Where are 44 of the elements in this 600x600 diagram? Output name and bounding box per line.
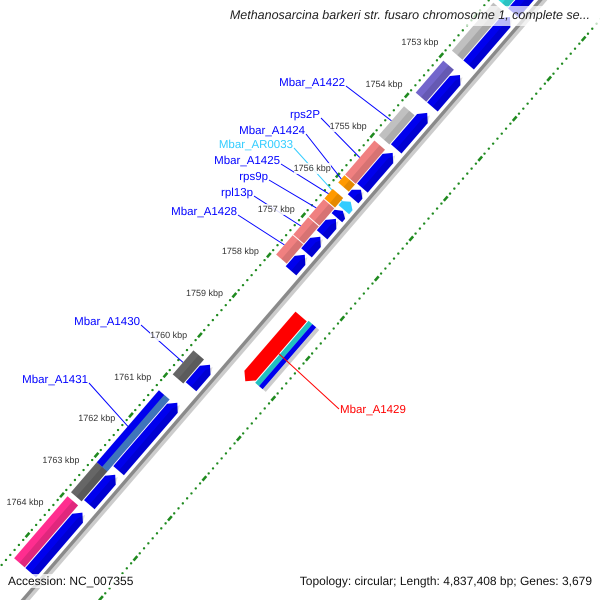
leader-line xyxy=(306,134,342,180)
tick-label: 1762 kbp xyxy=(78,413,116,424)
cds-feature xyxy=(338,201,352,214)
leader-line xyxy=(238,214,285,246)
tick-label: 1761 kbp xyxy=(114,372,152,383)
gene-block xyxy=(345,140,385,184)
leader-line xyxy=(320,118,360,158)
gene-block xyxy=(338,175,355,192)
gene-block xyxy=(324,188,344,208)
tick-label: 1763 kbp xyxy=(42,455,80,466)
tick-label: 1755 kbp xyxy=(330,120,367,132)
gene-label: Mbar_AR0033 xyxy=(218,138,293,152)
gene-label: rps2P xyxy=(290,108,320,122)
gene-block xyxy=(293,217,319,244)
tick-label: 1753 kbp xyxy=(401,37,438,48)
gene-block xyxy=(96,390,170,472)
gene-label: rps9p xyxy=(239,170,268,184)
gene-block xyxy=(378,106,415,144)
leader-line xyxy=(280,164,329,194)
gene-label: Mbar_A1430 xyxy=(74,315,140,329)
gene-block xyxy=(276,235,304,264)
tick-label: 1754 kbp xyxy=(365,79,403,90)
tick-label: 1759 kbp xyxy=(186,288,224,299)
tick-label: 1757 kbp xyxy=(258,204,295,216)
leader-line xyxy=(268,180,317,208)
leader-line xyxy=(346,86,392,122)
accession-text: Accession: NC_007355 xyxy=(8,574,134,588)
tick-label: 1758 kbp xyxy=(222,246,259,258)
leader-line xyxy=(88,382,128,427)
gene-label: Mbar_A1431 xyxy=(22,373,88,387)
tick-label: 1756 kbp xyxy=(294,162,331,174)
gene-label: Mbar_A1425 xyxy=(214,154,280,168)
genome-stats-text: Topology: circular; Length: 4,837,408 bp; Genes: 3,679 xyxy=(300,574,592,588)
gene-label: Mbar_A1422 xyxy=(279,76,345,90)
gene-label: Mbar_A1429 xyxy=(340,403,406,417)
gene-label: Mbar_A1424 xyxy=(239,124,305,138)
leader-line xyxy=(278,353,340,410)
tick-label: 1760 kbp xyxy=(150,330,188,341)
gene-label: Mbar_A1428 xyxy=(171,205,237,219)
gene-block xyxy=(308,199,334,226)
gene-block xyxy=(244,312,307,382)
tick-label: 1764 kbp xyxy=(6,497,44,508)
gene-block xyxy=(172,350,204,384)
gene-label: rpl13p xyxy=(221,186,253,200)
